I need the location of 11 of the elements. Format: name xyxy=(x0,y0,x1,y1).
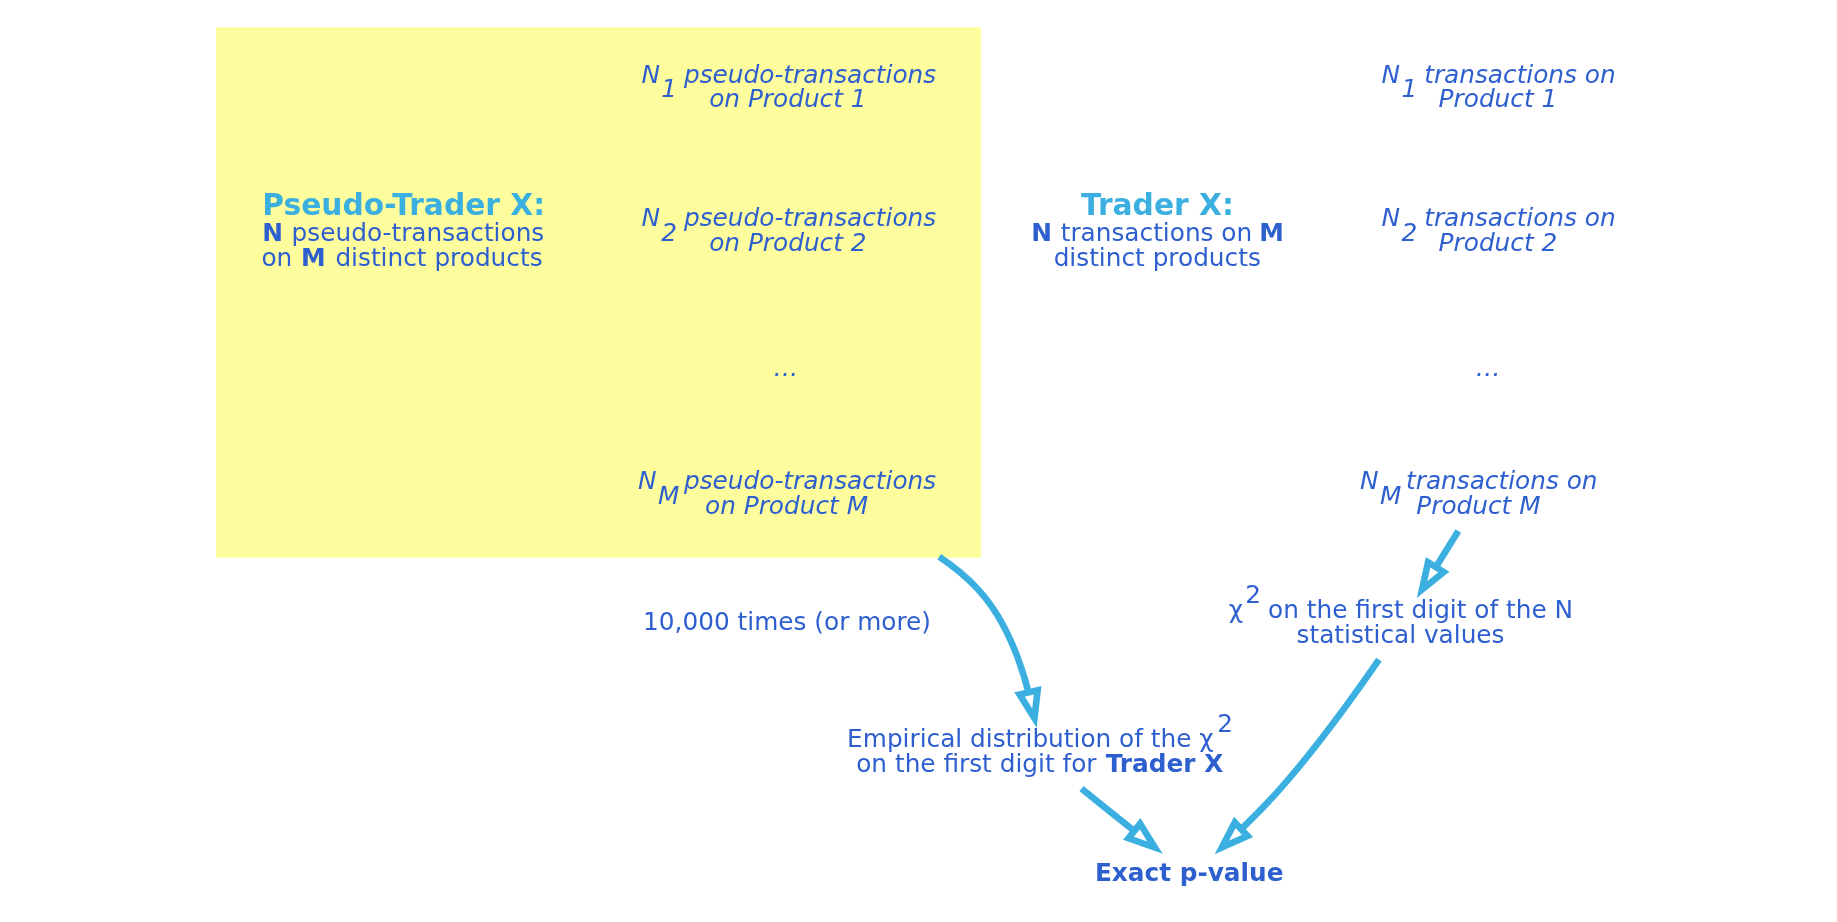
node-text: … xyxy=(773,352,798,382)
arrow xyxy=(1078,786,1163,854)
node-text: Trader X: N transactions on M distinct products xyxy=(1030,187,1284,273)
arrow xyxy=(1416,529,1461,599)
node-text: Exact p-value xyxy=(1094,858,1283,888)
node-text: … xyxy=(1475,352,1501,382)
node-text: Pseudo-Trader X: N pseudo-transactions on M distinct products xyxy=(260,187,545,273)
arrow xyxy=(936,554,1041,728)
node-label: 10,000 times (or more) xyxy=(642,607,931,637)
cluster xyxy=(215,27,981,558)
arrow xyxy=(1214,657,1382,855)
